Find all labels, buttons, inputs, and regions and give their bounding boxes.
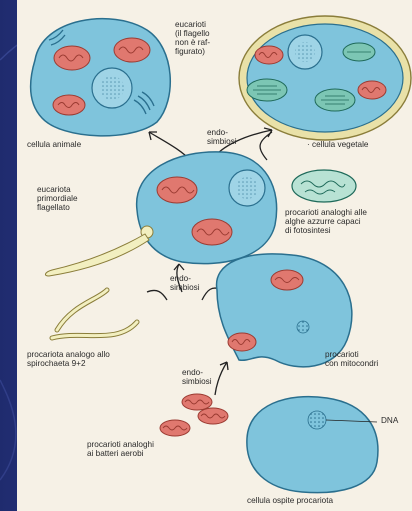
host-prokaryote-cell	[247, 397, 378, 493]
chloroplast	[315, 89, 355, 111]
label-endosimbiosi-top: endo- simbiosi	[207, 128, 237, 146]
mitochondrion	[54, 46, 90, 70]
chloroplast	[343, 43, 375, 61]
diagram-frame: eucarioti (il flagello non è raf- figura…	[17, 0, 412, 511]
label-cellula-animale: cellula animale	[27, 140, 81, 149]
mitochondrion	[198, 408, 228, 424]
label-procarioti-batteri: procarioti analoghi ai batteri aerobi	[87, 440, 154, 458]
mitochondrion	[271, 270, 303, 290]
label-cellula-vegetale: · cellula vegetale	[307, 140, 368, 149]
mitochondrion	[160, 420, 190, 436]
mitochondrion	[255, 46, 283, 64]
animal-cell	[31, 19, 171, 136]
label-procarioti-mitocondri: procarioti con mitocondri	[325, 350, 378, 368]
chloroplast	[247, 79, 287, 101]
mitochondrion	[182, 394, 212, 410]
label-endosimbiosi-low: endo- simbiosi	[182, 368, 212, 386]
label-procariota-spirochaeta: procariota analogo allo spirochaeta 9+2	[27, 350, 110, 368]
label-cellula-ospite: cellula ospite procariota	[247, 496, 333, 505]
mitochondrion	[157, 177, 197, 203]
label-eucariota-primordiale: eucariota primordiale flagellato	[37, 185, 78, 212]
mitochondrion	[114, 38, 150, 62]
mitochondrion	[358, 81, 386, 99]
algae-prokaryote	[292, 170, 356, 202]
aerobic-bacteria	[160, 394, 228, 436]
endosymbiosis-diagram	[17, 0, 412, 511]
label-procarioti-alghe: procarioti analoghi alle alghe azzurre c…	[285, 208, 367, 235]
mitochondrion	[192, 219, 232, 245]
label-endosimbiosi-mid: endo- simbiosi	[170, 274, 200, 292]
arrows-low	[215, 362, 228, 395]
mitochondrion	[228, 333, 256, 351]
plant-cell	[239, 16, 411, 140]
label-eucarioti: eucarioti (il flagello non è raf- figura…	[175, 20, 210, 56]
label-dna: DNA	[381, 416, 398, 425]
mitochondrion	[53, 95, 85, 115]
